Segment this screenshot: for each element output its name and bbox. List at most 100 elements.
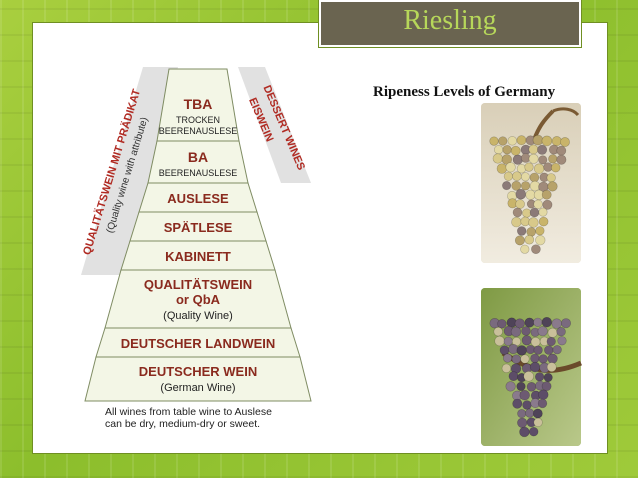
grape-berry xyxy=(508,371,519,381)
grape-berry xyxy=(512,154,523,165)
grape-berry xyxy=(533,163,545,174)
grape-berry xyxy=(516,381,526,392)
grape-berry xyxy=(519,390,530,401)
grape-berry xyxy=(533,417,543,428)
grape-berry xyxy=(521,181,531,191)
grape-berry xyxy=(511,354,521,364)
grape-berry xyxy=(512,207,523,218)
grape-berry xyxy=(524,162,534,172)
grape-berry xyxy=(535,235,546,246)
grape-berry xyxy=(493,326,503,337)
grape-berry xyxy=(528,217,539,228)
grape-berry xyxy=(529,427,539,437)
grape-berry xyxy=(512,398,523,409)
grape-berry xyxy=(499,345,510,356)
grape-berry xyxy=(530,353,540,364)
grape-berry xyxy=(524,317,535,328)
grape-berry xyxy=(512,171,522,181)
grape-berry xyxy=(560,318,571,329)
pyramid-level-deutscher-wein xyxy=(84,356,312,402)
grape-berry xyxy=(542,199,553,210)
left-bracket-band xyxy=(81,67,178,275)
level-ba-sub1: BEERENAUSLESE xyxy=(159,168,238,178)
grape-berry xyxy=(505,162,516,173)
grape-berry xyxy=(494,145,504,155)
grape-berry xyxy=(522,400,532,410)
slide-subtitle: Ripeness Levels of Germany xyxy=(373,84,556,100)
grape-berry xyxy=(516,345,527,356)
grape-berry xyxy=(522,208,532,218)
grape-berry xyxy=(537,326,548,337)
grape-berry xyxy=(546,173,556,183)
grape-berry xyxy=(538,389,549,400)
grape-berry xyxy=(546,336,556,347)
grape-berry xyxy=(548,154,558,164)
level-tba-sub2: BEERENAUSLESE xyxy=(159,126,238,136)
grape-berry xyxy=(529,207,540,218)
grape-berry xyxy=(533,317,543,327)
grape-berry xyxy=(526,381,537,392)
grape-berry xyxy=(503,171,514,181)
grape-berry xyxy=(524,234,535,245)
level-qba-label: or QbA xyxy=(176,292,221,307)
grape-berry xyxy=(530,336,541,347)
grape-berry xyxy=(507,136,517,146)
grape-berry xyxy=(543,372,553,382)
footnote-line-2: can be dry, medium-dry or sweet. xyxy=(105,418,260,430)
grape-berry xyxy=(551,136,562,147)
grape-berry xyxy=(510,145,521,156)
grape-berry xyxy=(535,372,545,382)
grape-berry xyxy=(532,134,544,146)
grape-berry xyxy=(546,362,557,372)
right-bracket-band xyxy=(238,67,311,183)
level-ba-label: BA xyxy=(188,149,208,165)
grape-berry xyxy=(541,189,552,200)
grape-berry xyxy=(511,180,522,191)
grape-berry xyxy=(538,216,549,227)
grape-berry xyxy=(529,361,541,373)
grape-berry xyxy=(544,345,554,355)
grape-berry xyxy=(503,336,513,346)
slide-title: Riesling xyxy=(403,5,497,36)
grape-berry xyxy=(516,135,527,146)
grape-berry xyxy=(520,354,530,364)
level-qualitatswein-sub: (Quality Wine) xyxy=(163,310,233,322)
grape-berry xyxy=(525,344,536,355)
grape-berry xyxy=(533,199,543,210)
grape-berry xyxy=(515,188,527,200)
grape-berry xyxy=(511,216,522,228)
level-deutscher-wein-sub: (German Wine) xyxy=(160,382,235,394)
grape-berry xyxy=(552,345,562,355)
grape-berry xyxy=(521,335,532,346)
grape-berry xyxy=(547,353,558,364)
grape-berry xyxy=(525,408,535,418)
level-kabinett-label: KABINETT xyxy=(165,249,231,264)
level-tba-label: TBA xyxy=(184,96,213,112)
slide-panel: Ripeness Levels of Germany TBA TROCKEN B… xyxy=(32,22,608,454)
grape-berry xyxy=(494,335,505,347)
grape-berry xyxy=(492,153,503,164)
grape-berry xyxy=(514,235,525,246)
grape-berry xyxy=(496,163,508,174)
grape-berry xyxy=(537,144,548,155)
grape-berry xyxy=(503,353,513,363)
slide-title-box: Riesling xyxy=(319,0,581,47)
level-spatlese-label: SPÄTLESE xyxy=(164,220,233,235)
grape-berry xyxy=(517,226,527,236)
grape-berry xyxy=(510,326,522,337)
grape-berry xyxy=(528,144,539,155)
botrytized-riesling-grapes-photo xyxy=(481,288,582,446)
grape-berry xyxy=(541,135,553,147)
grape-berry xyxy=(517,417,528,428)
level-tba-sub1: TROCKEN xyxy=(176,115,220,125)
grape-berry xyxy=(497,319,507,329)
grape-berry xyxy=(550,163,561,173)
grape-berry xyxy=(556,145,567,156)
footnote-line-1: All wines from table wine to Auslese xyxy=(105,406,272,418)
grape-berry xyxy=(535,226,545,236)
grape-berry xyxy=(533,345,543,355)
grape-berry xyxy=(519,426,530,438)
ripeness-pyramid: TBA TROCKEN BEERENAUSLESE BA BEERENAUSLE… xyxy=(80,67,582,446)
level-auslese-label: AUSLESE xyxy=(167,191,229,206)
grape-berry xyxy=(560,137,570,147)
